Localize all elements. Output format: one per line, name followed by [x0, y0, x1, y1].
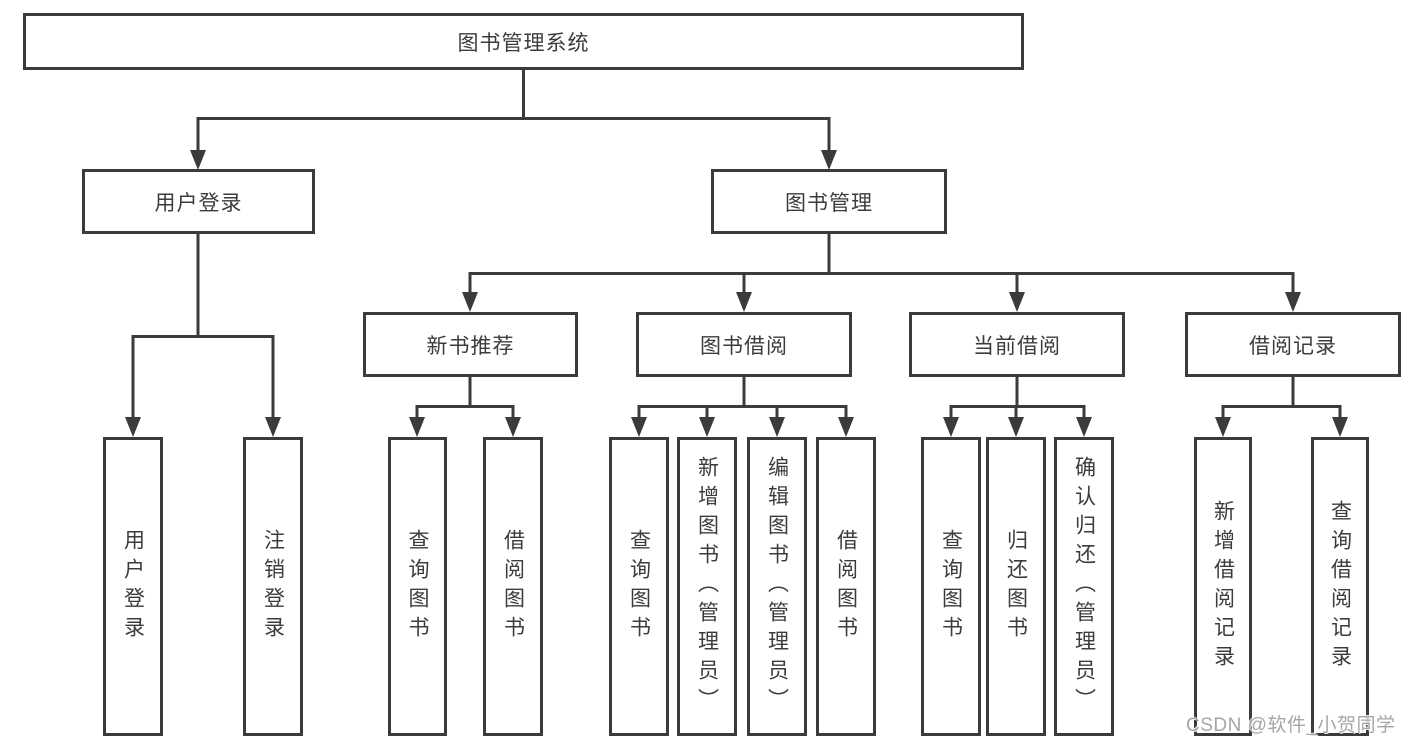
leaf-br-add-record-label: 新增借阅记录: [1211, 499, 1235, 674]
node-root: 图书管理系统: [23, 13, 1024, 70]
leaf-nbr-query-books: 查询图书: [388, 437, 447, 736]
leaf-bb-add-books-admin: 新增图书（管理员）: [677, 437, 737, 736]
node-borrow-records: 借阅记录: [1185, 312, 1401, 377]
leaf-cb-return-books-label: 归还图书: [1004, 528, 1028, 645]
leaf-user-login: 用户登录: [103, 437, 163, 736]
leaf-br-add-record: 新增借阅记录: [1194, 437, 1252, 736]
node-user-login: 用户登录: [82, 169, 315, 234]
leaf-br-query-record: 查询借阅记录: [1311, 437, 1369, 736]
node-book-management: 图书管理: [711, 169, 947, 234]
leaf-bb-query-books-label: 查询图书: [627, 528, 651, 645]
leaf-cb-confirm-return-admin-label: 确认归还（管理员）: [1072, 456, 1096, 717]
node-root-label: 图书管理系统: [457, 31, 590, 55]
leaf-cb-query-books-label: 查询图书: [939, 528, 963, 645]
node-book-management-label: 图书管理: [785, 191, 873, 215]
node-current-borrow-label: 当前借阅: [973, 334, 1061, 358]
leaf-bb-query-books: 查询图书: [609, 437, 669, 736]
leaf-bb-borrow-books-label: 借阅图书: [834, 528, 858, 645]
watermark: CSDN @软件_小贺同学: [1186, 715, 1396, 736]
leaf-logout: 注销登录: [243, 437, 303, 736]
node-new-book-recommend-label: 新书推荐: [426, 334, 515, 358]
node-current-borrow: 当前借阅: [909, 312, 1125, 377]
leaf-cb-return-books: 归还图书: [986, 437, 1046, 736]
leaf-logout-label: 注销登录: [261, 528, 285, 645]
leaf-bb-edit-books-admin-label: 编辑图书（管理员）: [765, 456, 789, 717]
leaf-nbr-query-books-label: 查询图书: [406, 528, 429, 645]
leaf-br-query-record-label: 查询借阅记录: [1328, 499, 1352, 674]
leaf-user-login-label: 用户登录: [121, 528, 145, 645]
leaf-bb-edit-books-admin: 编辑图书（管理员）: [747, 437, 807, 736]
leaf-nbr-borrow-books: 借阅图书: [483, 437, 543, 736]
node-book-borrow-label: 图书借阅: [700, 334, 788, 358]
leaf-cb-confirm-return-admin: 确认归还（管理员）: [1054, 437, 1114, 736]
node-book-borrow: 图书借阅: [636, 312, 852, 377]
leaf-cb-query-books: 查询图书: [921, 437, 981, 736]
node-borrow-records-label: 借阅记录: [1249, 334, 1337, 358]
leaf-bb-add-books-admin-label: 新增图书（管理员）: [695, 456, 719, 717]
leaf-nbr-borrow-books-label: 借阅图书: [501, 528, 525, 645]
node-user-login-label: 用户登录: [154, 191, 243, 215]
leaf-bb-borrow-books: 借阅图书: [816, 437, 876, 736]
node-new-book-recommend: 新书推荐: [363, 312, 578, 377]
